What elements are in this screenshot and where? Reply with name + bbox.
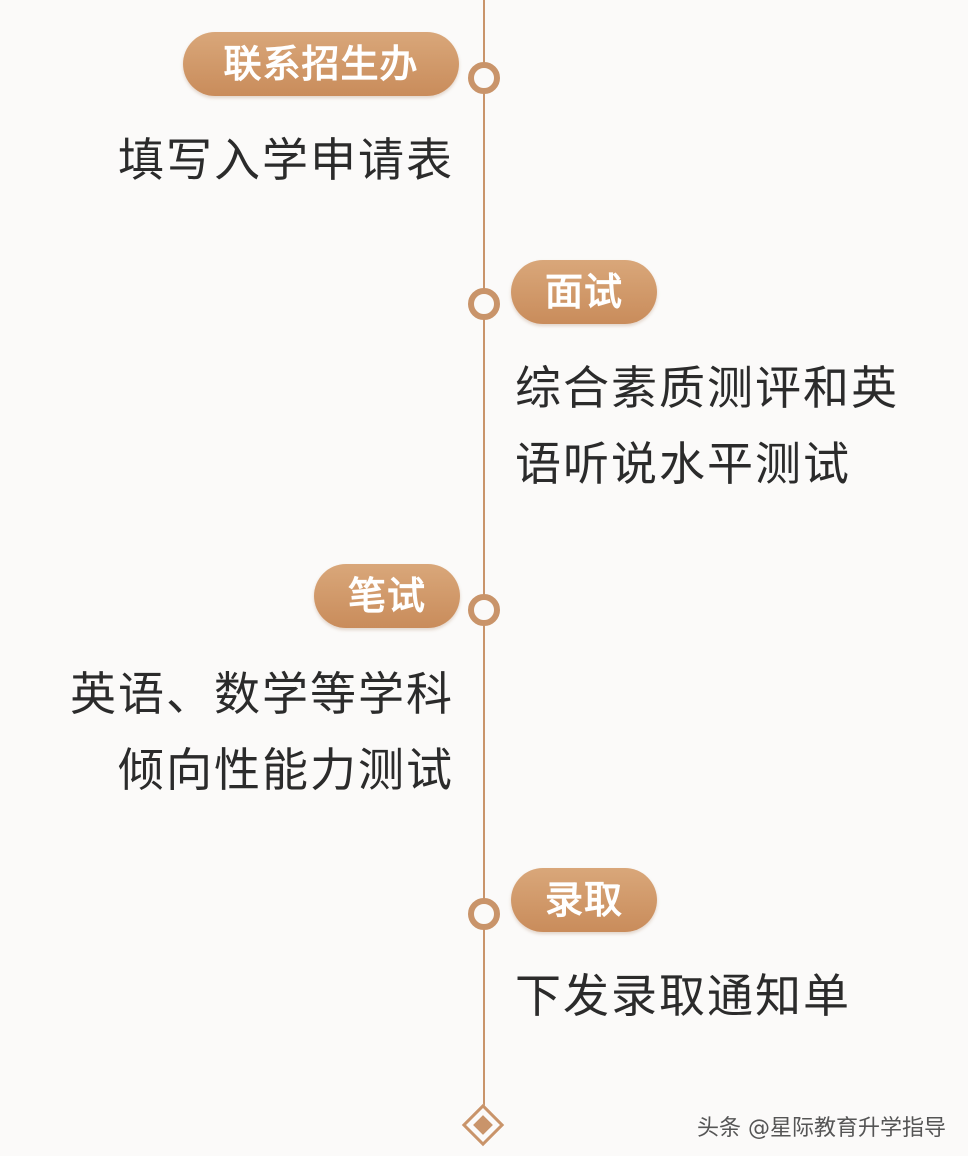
step-1-description: 填写入学申请表 xyxy=(118,122,454,198)
step-2-node xyxy=(468,288,500,320)
step-4-description: 下发录取通知单 xyxy=(515,958,851,1034)
step-1-tag: 联系招生办 xyxy=(183,32,459,96)
step-2-tag: 面试 xyxy=(511,260,657,324)
step-2-description: 综合素质测评和英 语听说水平测试 xyxy=(515,350,899,502)
step-1-node xyxy=(468,62,500,94)
step-2-line-1: 综合素质测评和英 xyxy=(515,361,899,415)
step-4-tag: 录取 xyxy=(511,868,657,932)
step-3-node xyxy=(468,594,500,626)
step-4-line-1: 下发录取通知单 xyxy=(515,969,851,1023)
step-2-line-2: 语听说水平测试 xyxy=(515,437,851,491)
timeline-line xyxy=(483,0,485,1108)
step-3-description: 英语、数学等学科 倾向性能力测试 xyxy=(70,656,454,808)
step-3-line-2: 倾向性能力测试 xyxy=(118,743,454,797)
step-3-tag: 笔试 xyxy=(314,564,460,628)
timeline-end-diamond-icon xyxy=(461,1103,505,1147)
timeline-end-diamond-core xyxy=(473,1115,493,1135)
watermark: 头条 @星际教育升学指导 xyxy=(697,1116,946,1141)
step-1-line-1: 填写入学申请表 xyxy=(118,133,454,187)
step-3-line-1: 英语、数学等学科 xyxy=(70,667,454,721)
step-4-node xyxy=(468,898,500,930)
